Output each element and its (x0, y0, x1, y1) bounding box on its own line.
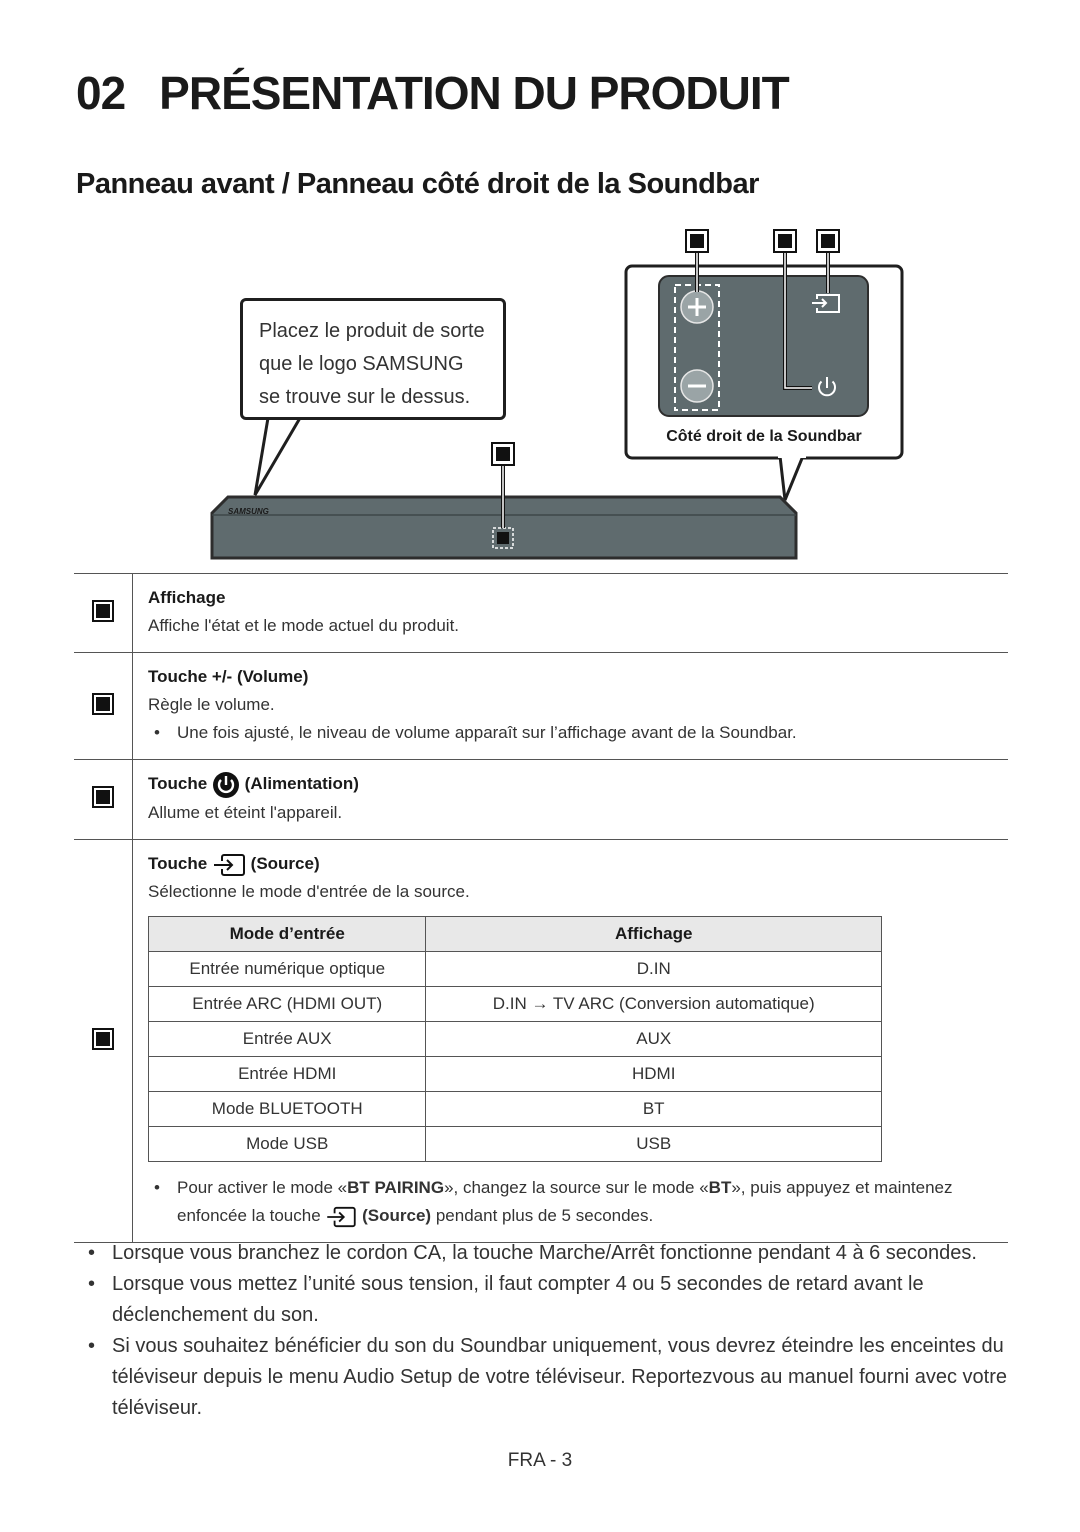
source-icon (327, 1206, 357, 1227)
badge-2 (685, 229, 709, 253)
controls-table: Affichage Affiche l'état et le mode actu… (74, 573, 1008, 1243)
item-title: Touche (Source) (148, 850, 1008, 878)
power-icon (212, 771, 239, 798)
general-notes: Lorsque vous branchez le cordon CA, la t… (86, 1238, 1016, 1424)
column-header: Affichage (425, 916, 882, 952)
soundbar-diagram: SAMSUNG (210, 229, 904, 560)
table-row: Mode USB USB (147, 1126, 882, 1162)
item-title-prefix: Touche (148, 774, 208, 794)
display-window (497, 532, 509, 544)
item-description: Règle le volume. (148, 695, 275, 714)
table-cell: Entrée ARC (HDMI OUT) (147, 986, 427, 1022)
badge-4 (816, 229, 840, 253)
column-header: Mode d’entrée (147, 916, 427, 952)
table-header-row: Mode d’entrée Affichage (147, 916, 882, 952)
volume-up-icon[interactable] (680, 290, 714, 324)
table-cell: Entrée AUX (147, 1021, 427, 1057)
item-title: Touche (Alimentation) (148, 770, 1008, 799)
chapter-title: PRÉSENTATION DU PRODUIT (159, 67, 790, 119)
note-text: Pour activer le mode « (177, 1178, 348, 1197)
item-note: Une fois ajusté, le niveau de volume app… (148, 719, 1008, 747)
note-bold: BT PAIRING (347, 1178, 445, 1197)
table-cell: Entrée numérique optique (147, 951, 427, 987)
note-text: », changez la source sur le mode « (444, 1178, 709, 1197)
source-icon (213, 853, 245, 876)
table-cell: Entrée HDMI (147, 1056, 427, 1092)
samsung-logo: SAMSUNG (228, 507, 269, 516)
placement-callout: Placez le produit de sorte que le logo S… (240, 298, 506, 420)
table-row: Touche (Alimentation) Allume et éteint l… (74, 759, 1008, 840)
table-row: Affichage Affiche l'état et le mode actu… (74, 573, 1008, 653)
note-item: Lorsque vous branchez le cordon CA, la t… (86, 1238, 1016, 1269)
note-bold: (Source) (362, 1206, 432, 1225)
item-title-prefix: Touche (148, 854, 208, 873)
table-row: Touche +/- (Volume) Règle le volume. Une… (74, 652, 1008, 760)
table-row: Entrée AUX AUX (147, 1021, 882, 1057)
table-cell: HDMI (425, 1056, 882, 1092)
table-cell: Mode USB (147, 1126, 427, 1162)
table-cell: D.IN (425, 951, 882, 987)
item-title-suffix: (Source) (250, 854, 320, 873)
source-button-icon[interactable] (812, 294, 840, 313)
table-row: Entrée numérique optique D.IN (147, 951, 882, 987)
note-text: pendant plus de 5 secondes. (435, 1206, 654, 1225)
side-panel-caption: Côté droit de la Soundbar (666, 428, 862, 445)
item-title-suffix: (Alimentation) (244, 774, 359, 794)
badge-1-icon (92, 599, 114, 622)
item-description: Allume et éteint l'appareil. (148, 802, 343, 822)
section-title: Panneau avant / Panneau côté droit de la… (76, 168, 759, 200)
table-row: Entrée ARC (HDMI OUT) D.IN → TV ARC (Con… (147, 986, 882, 1022)
item-title: Touche +/- (Volume) (148, 667, 309, 686)
note-bold: BT (708, 1178, 732, 1197)
page-number: FRA - 3 (507, 1450, 573, 1471)
table-row: Mode BLUETOOTH BT (147, 1091, 882, 1127)
table-cell: D.IN → TV ARC (Conversion automatique) (425, 986, 882, 1022)
badge-1 (491, 442, 515, 466)
item-note: Pour activer le mode «BT PAIRING», chang… (148, 1174, 1008, 1230)
pointer-gap (778, 452, 806, 458)
note-item: Lorsque vous mettez l’unité sous tension… (86, 1269, 1016, 1331)
table-cell: AUX (425, 1021, 882, 1057)
table-cell: USB (425, 1126, 882, 1162)
badge-2-icon (92, 692, 114, 715)
side-panel-pointer (778, 454, 806, 501)
note-text: », puis appuyez et maintenez enfoncée la… (177, 1178, 953, 1225)
table-row: Touche (Source) Sélectionne le mode d'en… (74, 839, 1008, 1243)
table-row: Entrée HDMI HDMI (147, 1056, 882, 1092)
chapter-number: 02 (76, 67, 126, 119)
callout-pointer (253, 416, 303, 496)
table-cell: Mode BLUETOOTH (147, 1091, 427, 1127)
badge-3-icon (92, 786, 114, 808)
table-cell: BT (425, 1091, 882, 1127)
item-title: Affichage (148, 588, 226, 607)
badge-3 (773, 229, 797, 253)
chapter-heading: 02 PRÉSENTATION DU PRODUIT (76, 66, 790, 120)
input-modes-table: Mode d’entrée Affichage Entrée numérique… (147, 916, 882, 1162)
item-description: Sélectionne le mode d'entrée de la sourc… (148, 882, 470, 901)
power-button-icon[interactable] (818, 377, 836, 397)
item-description: Affiche l'état et le mode actuel du prod… (148, 616, 460, 635)
volume-down-icon[interactable] (680, 369, 714, 403)
note-item: Si vous souhaitez bénéficier du son du S… (86, 1331, 1016, 1424)
badge-4-icon (92, 1027, 114, 1050)
